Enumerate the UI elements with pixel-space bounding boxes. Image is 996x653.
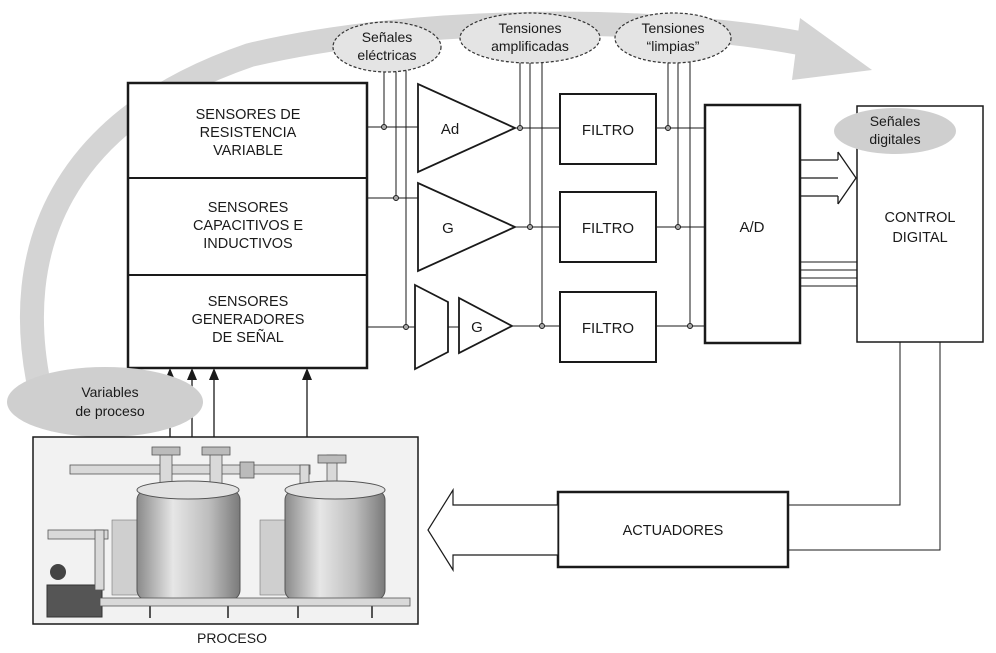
filter-3: FILTRO xyxy=(559,291,657,363)
amplifier-differential: Ad xyxy=(417,82,518,174)
digital-bus-arrow xyxy=(800,151,857,205)
filter-3-label: FILTRO xyxy=(582,320,634,337)
oval-amplified-voltages-line-1: Tensiones xyxy=(498,20,561,36)
sensor-capacitive-line-3: INDUCTIVOS xyxy=(203,236,292,252)
signal-adapter-block xyxy=(414,283,449,371)
oval-process-variables-line-2: de proceso xyxy=(75,403,144,419)
filter-1-label: FILTRO xyxy=(582,122,634,139)
sensor-capacitive-line-2: CAPACITIVOS E xyxy=(193,218,303,234)
sensor-output-wires xyxy=(367,60,418,330)
amplified-wires xyxy=(448,60,560,329)
sensor-block-capacitive: SENSORES CAPACITIVOS E INDUCTIVOS xyxy=(193,200,303,252)
actuators-label: ACTUADORES xyxy=(623,523,724,539)
ad-converter: A/D xyxy=(703,103,802,345)
ad-converter-label: A/D xyxy=(739,219,764,236)
oval-electric-signals: Señales eléctricas xyxy=(332,21,442,73)
oval-process-variables-line-1: Variables xyxy=(81,384,138,400)
oval-electric-signals-line-1: Señales xyxy=(362,29,413,45)
oval-process-variables: Variables de proceso xyxy=(7,367,203,437)
sensor-resistive-line-2: RESISTENCIA xyxy=(200,125,297,141)
oval-clean-voltages-line-1: Tensiones xyxy=(641,20,704,36)
sensor-block-resistive: SENSORES DE RESISTENCIA VARIABLE xyxy=(196,107,301,159)
oval-amplified-voltages-line-2: amplificadas xyxy=(491,38,569,54)
oval-amplified-voltages: Tensiones amplificadas xyxy=(459,12,601,64)
amplifier-gain-2: G xyxy=(458,296,514,355)
sensor-stack xyxy=(126,81,369,370)
filter-2: FILTRO xyxy=(559,191,657,263)
process-label: PROCESO xyxy=(197,630,267,646)
oval-digital-signals: Señales digitales xyxy=(834,108,956,154)
filtered-wires xyxy=(656,60,705,329)
oval-clean-voltages-line-2: “limpias” xyxy=(647,38,700,54)
amplifier-gain-2-label: G xyxy=(471,319,483,336)
amplifier-gain-1-label: G xyxy=(442,220,454,237)
process-illustration xyxy=(46,446,411,618)
sensor-block-generators: SENSORES GENERADORES DE SEÑAL xyxy=(192,294,305,346)
amplifier-gain-1: G xyxy=(417,181,518,273)
oval-electric-signals-line-2: eléctricas xyxy=(357,47,416,63)
digital-control-line-2: DIGITAL xyxy=(892,230,947,246)
actuators-to-process-arrow xyxy=(427,487,559,573)
sensor-resistive-line-3: VARIABLE xyxy=(213,143,283,159)
digital-control-line-1: CONTROL xyxy=(885,210,956,226)
sensor-capacitive-line-1: SENSORES xyxy=(208,200,289,216)
oval-clean-voltages: Tensiones “limpias” xyxy=(614,12,732,64)
control-to-actuators xyxy=(788,342,941,551)
sensor-generators-line-1: SENSORES xyxy=(208,294,289,310)
filter-2-label: FILTRO xyxy=(582,220,634,237)
amplifier-differential-label: Ad xyxy=(441,121,459,138)
sensor-generators-line-2: GENERADORES xyxy=(192,312,305,328)
filter-1: FILTRO xyxy=(559,93,657,165)
sensor-resistive-line-1: SENSORES DE xyxy=(196,107,301,123)
sensor-generators-line-3: DE SEÑAL xyxy=(212,329,284,346)
oval-digital-signals-line-2: digitales xyxy=(869,131,920,147)
oval-digital-signals-line-1: Señales xyxy=(870,113,921,129)
actuators-block: ACTUADORES xyxy=(556,490,790,569)
control-bus-lines xyxy=(800,261,857,287)
